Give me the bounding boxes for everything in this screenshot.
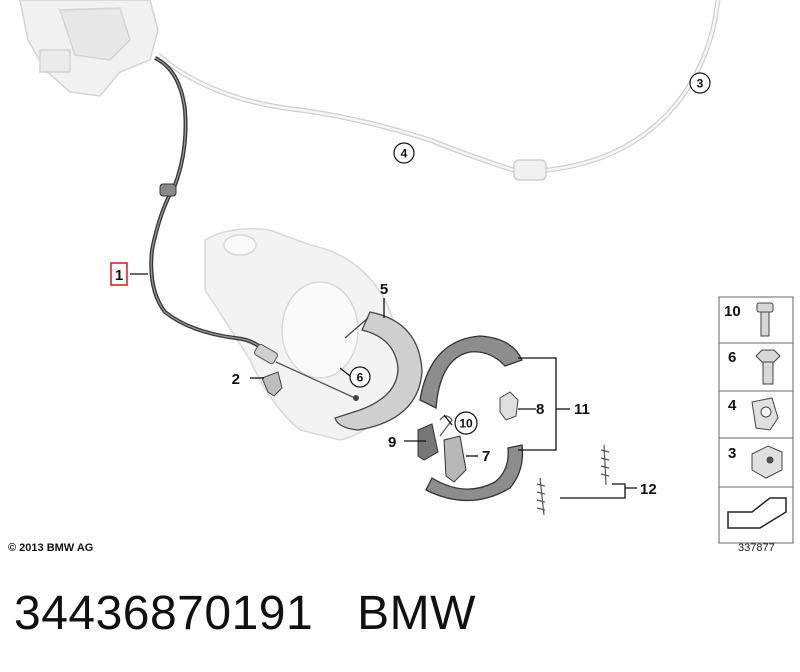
adjuster-part-8 (499, 391, 519, 421)
bracket-part-2 (261, 371, 283, 397)
callout-2: 2 (232, 371, 240, 388)
cable-part-4 (156, 0, 721, 175)
callout-3: 3 (697, 77, 704, 91)
callout-12: 12 (640, 481, 657, 498)
callout-4-circle (393, 142, 415, 164)
callout-1-box (110, 262, 128, 286)
spring-part-10 (439, 415, 453, 437)
part-number: 34436870191 (14, 587, 314, 640)
callout-8: 8 (536, 401, 544, 418)
brake-shoes-part-11 (419, 335, 524, 502)
callout-7: 7 (482, 448, 490, 465)
part-7-plate (443, 435, 467, 483)
copyright-text: © 2013 BMW AG (8, 542, 94, 554)
callout-10: 10 (459, 417, 473, 431)
diagram-id: 337877 (738, 542, 775, 554)
callout-5: 5 (380, 281, 388, 298)
legend-number-3: 3 (728, 445, 736, 462)
bracket-clip-icon (751, 445, 783, 479)
legend-number-4: 4 (728, 397, 737, 414)
bolt-icon (756, 302, 774, 337)
section-arrow-icon (727, 497, 787, 529)
callout-11: 11 (574, 401, 590, 418)
hex-bolt-icon (755, 349, 781, 385)
legend-number-10: 10 (724, 303, 741, 320)
wheel-carrier (204, 228, 400, 441)
brand-name: BMW (357, 587, 476, 640)
legend-number-6: 6 (728, 349, 736, 366)
callout-10-circle (454, 411, 478, 435)
handbrake-housing (19, 0, 159, 97)
springs-part-12 (536, 444, 610, 516)
parts-diagram: 1 2 5 8 11 9 7 12 3 4 6 10 10 6 4 3 (19, 0, 794, 544)
cable-clip-icon (751, 397, 779, 431)
backing-plate-part-5 (334, 311, 423, 431)
callout-3-circle (689, 72, 711, 94)
callout-4: 4 (401, 147, 408, 161)
part-9-pad (417, 423, 439, 461)
callout-6: 6 (357, 371, 364, 385)
legend-panel: 10 6 4 3 (718, 296, 794, 544)
callout-6-circle (349, 366, 371, 388)
callout-1: 1 (115, 267, 123, 284)
callout-9: 9 (388, 434, 396, 451)
part-caption: 34436870191 BMW (14, 586, 476, 641)
